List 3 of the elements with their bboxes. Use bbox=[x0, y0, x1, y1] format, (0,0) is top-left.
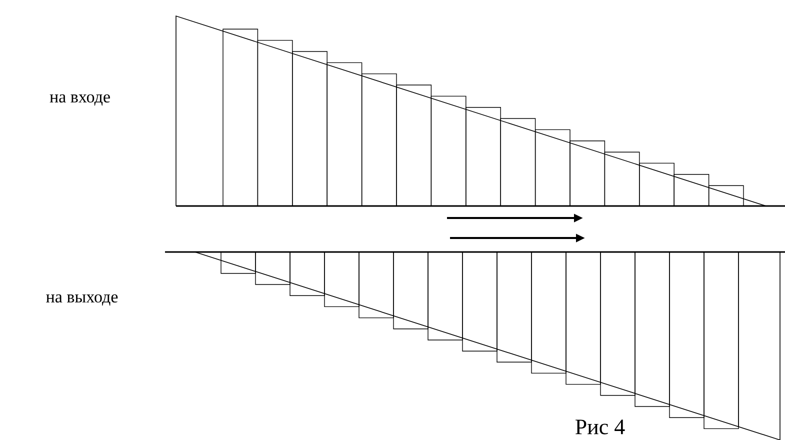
row-label: на выходе bbox=[46, 294, 118, 306]
caption: Рис 4 bbox=[574, 418, 626, 436]
row-label: на входе bbox=[50, 94, 110, 106]
